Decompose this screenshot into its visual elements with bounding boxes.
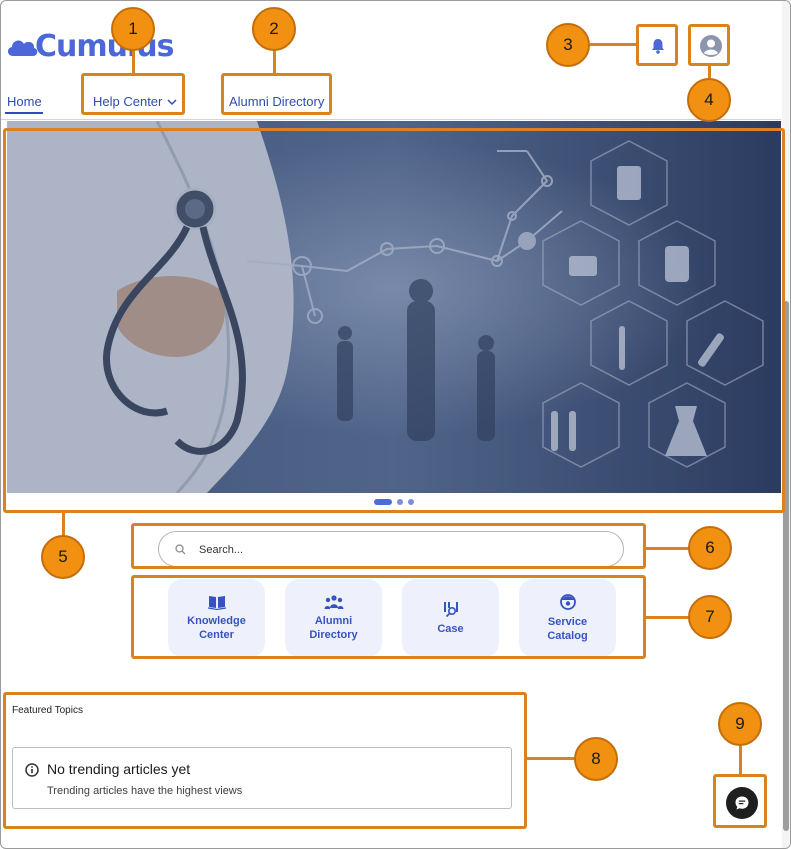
info-icon (25, 763, 39, 777)
callout-box-search (131, 523, 646, 569)
callout-box-notifications (636, 24, 678, 66)
connector-4 (708, 66, 711, 78)
nav-help-center[interactable]: Help Center (93, 94, 177, 109)
cloud-icon (7, 40, 38, 56)
empty-state-title: No trending articles yet (47, 761, 191, 777)
chevron-down-icon (167, 98, 177, 105)
tile-case[interactable]: Case (402, 579, 499, 657)
callout-8: 8 (574, 737, 618, 781)
nav-help-center-label: Help Center (93, 94, 163, 109)
callout-2: 2 (252, 7, 296, 51)
page-scrollbar-thumb[interactable] (783, 301, 789, 831)
book-icon (207, 596, 226, 610)
featured-topics-title: Featured Topics (12, 705, 83, 716)
callout-box-chat (713, 774, 767, 828)
callout-5: 5 (41, 535, 85, 579)
nav-home[interactable]: Home (7, 94, 42, 109)
case-icon (443, 602, 458, 618)
user-avatar-icon (700, 35, 722, 57)
callout-3: 3 (546, 23, 590, 67)
trending-articles-card: No trending articles yet Trending articl… (12, 747, 512, 809)
notifications-button[interactable] (648, 36, 668, 56)
tile-case-label: Case (437, 623, 464, 635)
callout-4: 4 (687, 78, 731, 122)
connector-5 (62, 512, 65, 536)
connector-9 (739, 746, 742, 774)
nav-home-underline (5, 112, 43, 114)
callout-box-profile (688, 24, 730, 66)
chat-icon (735, 796, 749, 810)
callout-1: 1 (111, 7, 155, 51)
connector-1 (132, 50, 135, 74)
search-icon (175, 544, 186, 555)
chat-button[interactable] (726, 787, 758, 819)
callout-box-help-center (81, 73, 185, 115)
bell-icon (652, 39, 664, 54)
hero-image (7, 121, 781, 493)
connector-7 (645, 616, 689, 619)
callout-7: 7 (688, 595, 732, 639)
callout-6: 6 (688, 526, 732, 570)
service-icon (559, 594, 576, 610)
callout-box-alumni-directory (221, 73, 332, 115)
connector-6 (645, 547, 689, 550)
cumulus-logo[interactable]: Cumulus (5, 29, 174, 64)
carousel-dot-1[interactable] (374, 499, 392, 505)
nav-alumni-directory[interactable]: Alumni Directory (229, 94, 325, 109)
callout-box-quick-links (131, 575, 646, 659)
empty-state-subtitle: Trending articles have the highest views (47, 785, 243, 797)
connector-8 (527, 757, 575, 760)
search-box[interactable] (158, 531, 624, 567)
callout-9: 9 (718, 702, 762, 746)
carousel-dot-3[interactable] (408, 499, 414, 505)
header-divider (1, 119, 781, 120)
callout-box-featured (3, 692, 527, 829)
search-input[interactable] (197, 540, 601, 560)
connector-3 (590, 43, 636, 46)
profile-button[interactable] (699, 34, 723, 58)
callout-box-hero (3, 128, 785, 513)
hero-carousel-slide[interactable] (7, 121, 781, 493)
carousel-dot-2[interactable] (397, 499, 403, 505)
group-icon (324, 595, 343, 609)
connector-2 (273, 50, 276, 74)
carousel-indicators (7, 493, 781, 511)
